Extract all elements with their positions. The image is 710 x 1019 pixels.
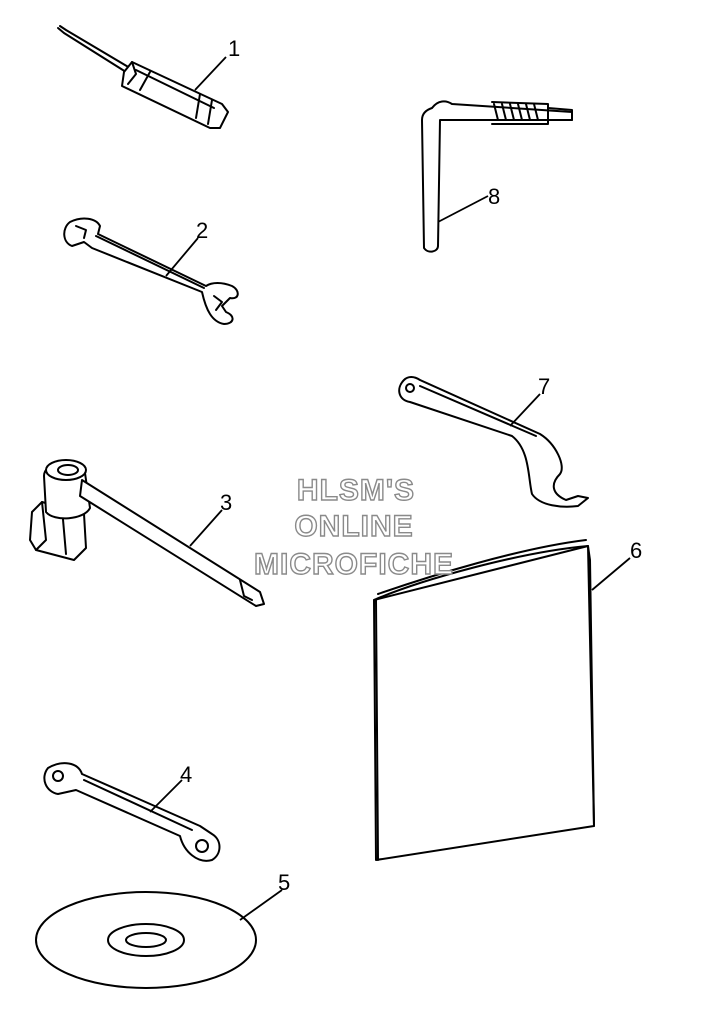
owners-manual-icon <box>373 539 595 861</box>
callout-2: 2 <box>196 218 208 243</box>
callout-5: 5 <box>278 870 290 895</box>
leader-line-4 <box>149 779 183 813</box>
leader-line-6 <box>591 557 631 591</box>
watermark-line-3: MICROFICHE <box>254 548 454 581</box>
callout-6: 6 <box>630 538 642 563</box>
callout-1: 1 <box>228 36 240 61</box>
leader-line-1 <box>194 56 227 91</box>
screwdriver-icon <box>57 25 229 129</box>
box-wrench-icon <box>43 762 221 862</box>
watermark-line-2: ONLINE <box>294 510 413 543</box>
leader-line-3 <box>189 509 223 547</box>
hex-key-icon <box>421 100 573 253</box>
callout-4: 4 <box>180 762 192 787</box>
leader-line-2 <box>165 237 199 277</box>
watermark-line-1: HLSM'S <box>297 474 415 507</box>
callout-8: 8 <box>488 184 500 209</box>
leader-line-7 <box>509 393 541 427</box>
spanner-wrench-icon <box>398 376 589 508</box>
watermark: HLSM'S ONLINE MICROFICHE <box>253 473 454 581</box>
callout-7: 7 <box>538 374 550 399</box>
spark-plug-wrench-icon <box>29 459 265 607</box>
callout-3: 3 <box>220 490 232 515</box>
open-end-wrench-icon <box>63 217 239 325</box>
leader-line-5 <box>239 889 283 921</box>
leader-line-8 <box>437 195 489 223</box>
disc-icon <box>35 891 257 989</box>
